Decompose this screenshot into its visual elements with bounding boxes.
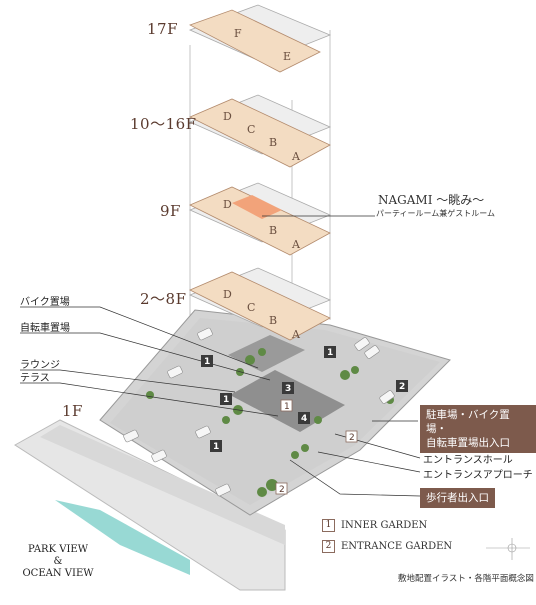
legend-text: INNER GARDEN — [341, 520, 428, 531]
nagami-title: NAGAMI ～眺み～ — [378, 193, 485, 207]
view-label-line2: & — [53, 556, 63, 567]
ground-floor-site — [14, 309, 451, 591]
unit-letter: C — [247, 301, 255, 314]
floor-label-1f: 1F — [62, 402, 83, 420]
slab-2-8f — [188, 267, 332, 341]
callout-vehicle-entrance: 駐車場・バイク置場・ 自転車置場出入口 — [420, 405, 536, 453]
unit-letter: D — [223, 110, 232, 123]
svg-text:2: 2 — [399, 382, 405, 392]
callout-terrace: テラス — [20, 373, 50, 384]
legend-text: ENTRANCE GARDEN — [341, 541, 453, 552]
svg-text:1: 1 — [284, 402, 290, 412]
nagami-unit-highlight — [232, 195, 282, 219]
unit-letter: B — [269, 314, 277, 327]
callout-entrance-approach: エントランスアプローチ — [423, 470, 533, 481]
callout-vehicle-entrance-line2: 自転車置場出入口 — [426, 437, 510, 449]
svg-text:2: 2 — [349, 433, 355, 443]
view-label-line3: OCEAN VIEW — [22, 568, 94, 579]
view-label-line1: PARK VIEW — [28, 544, 88, 555]
view-label: PARK VIEW & OCEAN VIEW — [18, 544, 98, 580]
nagami-subtitle: パーティールーム兼ゲストルーム — [376, 209, 496, 218]
compass-icon — [486, 538, 530, 560]
callout-bike-parking: バイク置場 — [20, 297, 70, 308]
unit-letter: F — [234, 27, 242, 40]
legend-num: 1 — [322, 519, 335, 532]
callout-lounge: ラウンジ — [20, 360, 60, 371]
svg-text:1: 1 — [213, 442, 219, 452]
slab-17f — [188, 4, 332, 73]
svg-text:1: 1 — [327, 348, 333, 358]
diagram-caption: 敷地配置イラスト・各階平面概念図 — [398, 574, 534, 584]
street — [14, 419, 286, 591]
unit-letters: F E D C B A D B A D C B A — [223, 27, 301, 341]
unit-letter: D — [223, 288, 232, 301]
svg-text:4: 4 — [301, 414, 307, 424]
svg-text:1: 1 — [223, 395, 229, 405]
callout-entrance-hall: エントランスホール — [423, 455, 513, 466]
slab-10-16f — [188, 94, 332, 168]
callout-vehicle-entrance-line1: 駐車場・バイク置場・ — [426, 409, 510, 435]
svg-text:3: 3 — [285, 384, 291, 394]
unit-letter: C — [247, 123, 255, 136]
sidewalk — [40, 425, 285, 545]
unit-letter: B — [269, 224, 277, 237]
floor-label-9f: 9F — [160, 202, 181, 220]
floor-label-10-16f: 10～16F — [130, 115, 197, 133]
legend-entrance-garden: 2 ENTRANCE GARDEN — [322, 540, 452, 553]
unit-letter: E — [283, 50, 291, 63]
legend-num: 2 — [322, 540, 335, 553]
ocean-park-shape — [55, 500, 190, 575]
unit-letter: A — [291, 238, 301, 251]
garden-markers: 1 2 2 — [275, 399, 358, 495]
site-markers: 1 1 1 1 2 3 4 — [201, 346, 408, 452]
floor-label-2-8f: 2～8F — [140, 290, 187, 308]
legend-inner-garden: 1 INNER GARDEN — [322, 519, 427, 532]
floor-label-17f: 17F — [147, 20, 178, 38]
unit-letter: A — [291, 150, 301, 163]
unit-letter: D — [223, 198, 232, 211]
callout-pedestrian-entrance: 歩行者出入口 — [420, 488, 495, 508]
callout-bicycle-parking: 自転車置場 — [20, 323, 70, 334]
parked-cars — [123, 327, 395, 497]
slab-9f — [188, 182, 332, 256]
unit-letter: B — [269, 136, 277, 149]
svg-text:2: 2 — [279, 485, 285, 495]
unit-letter: A — [291, 328, 301, 341]
svg-text:1: 1 — [204, 357, 210, 367]
